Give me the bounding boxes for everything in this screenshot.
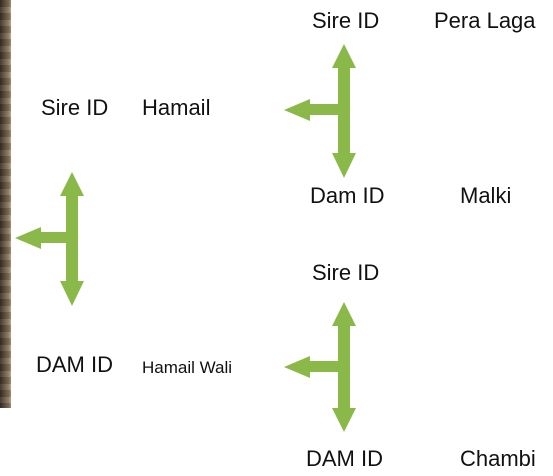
photo-edge [0,0,11,408]
arrow-up-sire-branch [332,44,356,68]
hamail-sire-value: Hamail [142,95,211,120]
arrow-left-root [15,227,41,249]
arrow-arm-dam-branch [308,361,342,372]
dam-branch-dam-value: Chambi [460,446,536,471]
arrow-left-sire-branch [284,99,310,121]
sire-branch-sire-label: Sire ID [312,8,380,33]
arrow-down-sire-branch [332,153,356,178]
sire-branch-dam-label: Dam ID [310,183,385,208]
arrow-stem-root [66,194,78,283]
hamail-sire-label: Sire ID [41,95,109,120]
hamail-wali-dam-label: DAM ID [36,352,113,377]
arrow-stem-dam-branch [338,324,350,410]
hamail-wali-dam-value: Hamail Wali [142,358,233,377]
arrow-down-dam-branch [332,408,356,432]
dam-branch-dam-label: DAM ID [306,446,383,471]
arrow-up-dam-branch [332,302,356,326]
arrow-left-dam-branch [284,356,310,378]
arrow-arm-sire-branch [308,104,342,115]
arrow-up-root [60,172,84,196]
arrow-down-root [60,281,84,306]
arrow-arm-root [38,232,68,243]
arrow-stem-sire-branch [338,66,350,155]
sire-branch-sire-value: Pera Laga [434,8,536,33]
dam-branch-sire-label: Sire ID [312,260,380,285]
sire-branch-dam-value: Malki [460,183,512,208]
